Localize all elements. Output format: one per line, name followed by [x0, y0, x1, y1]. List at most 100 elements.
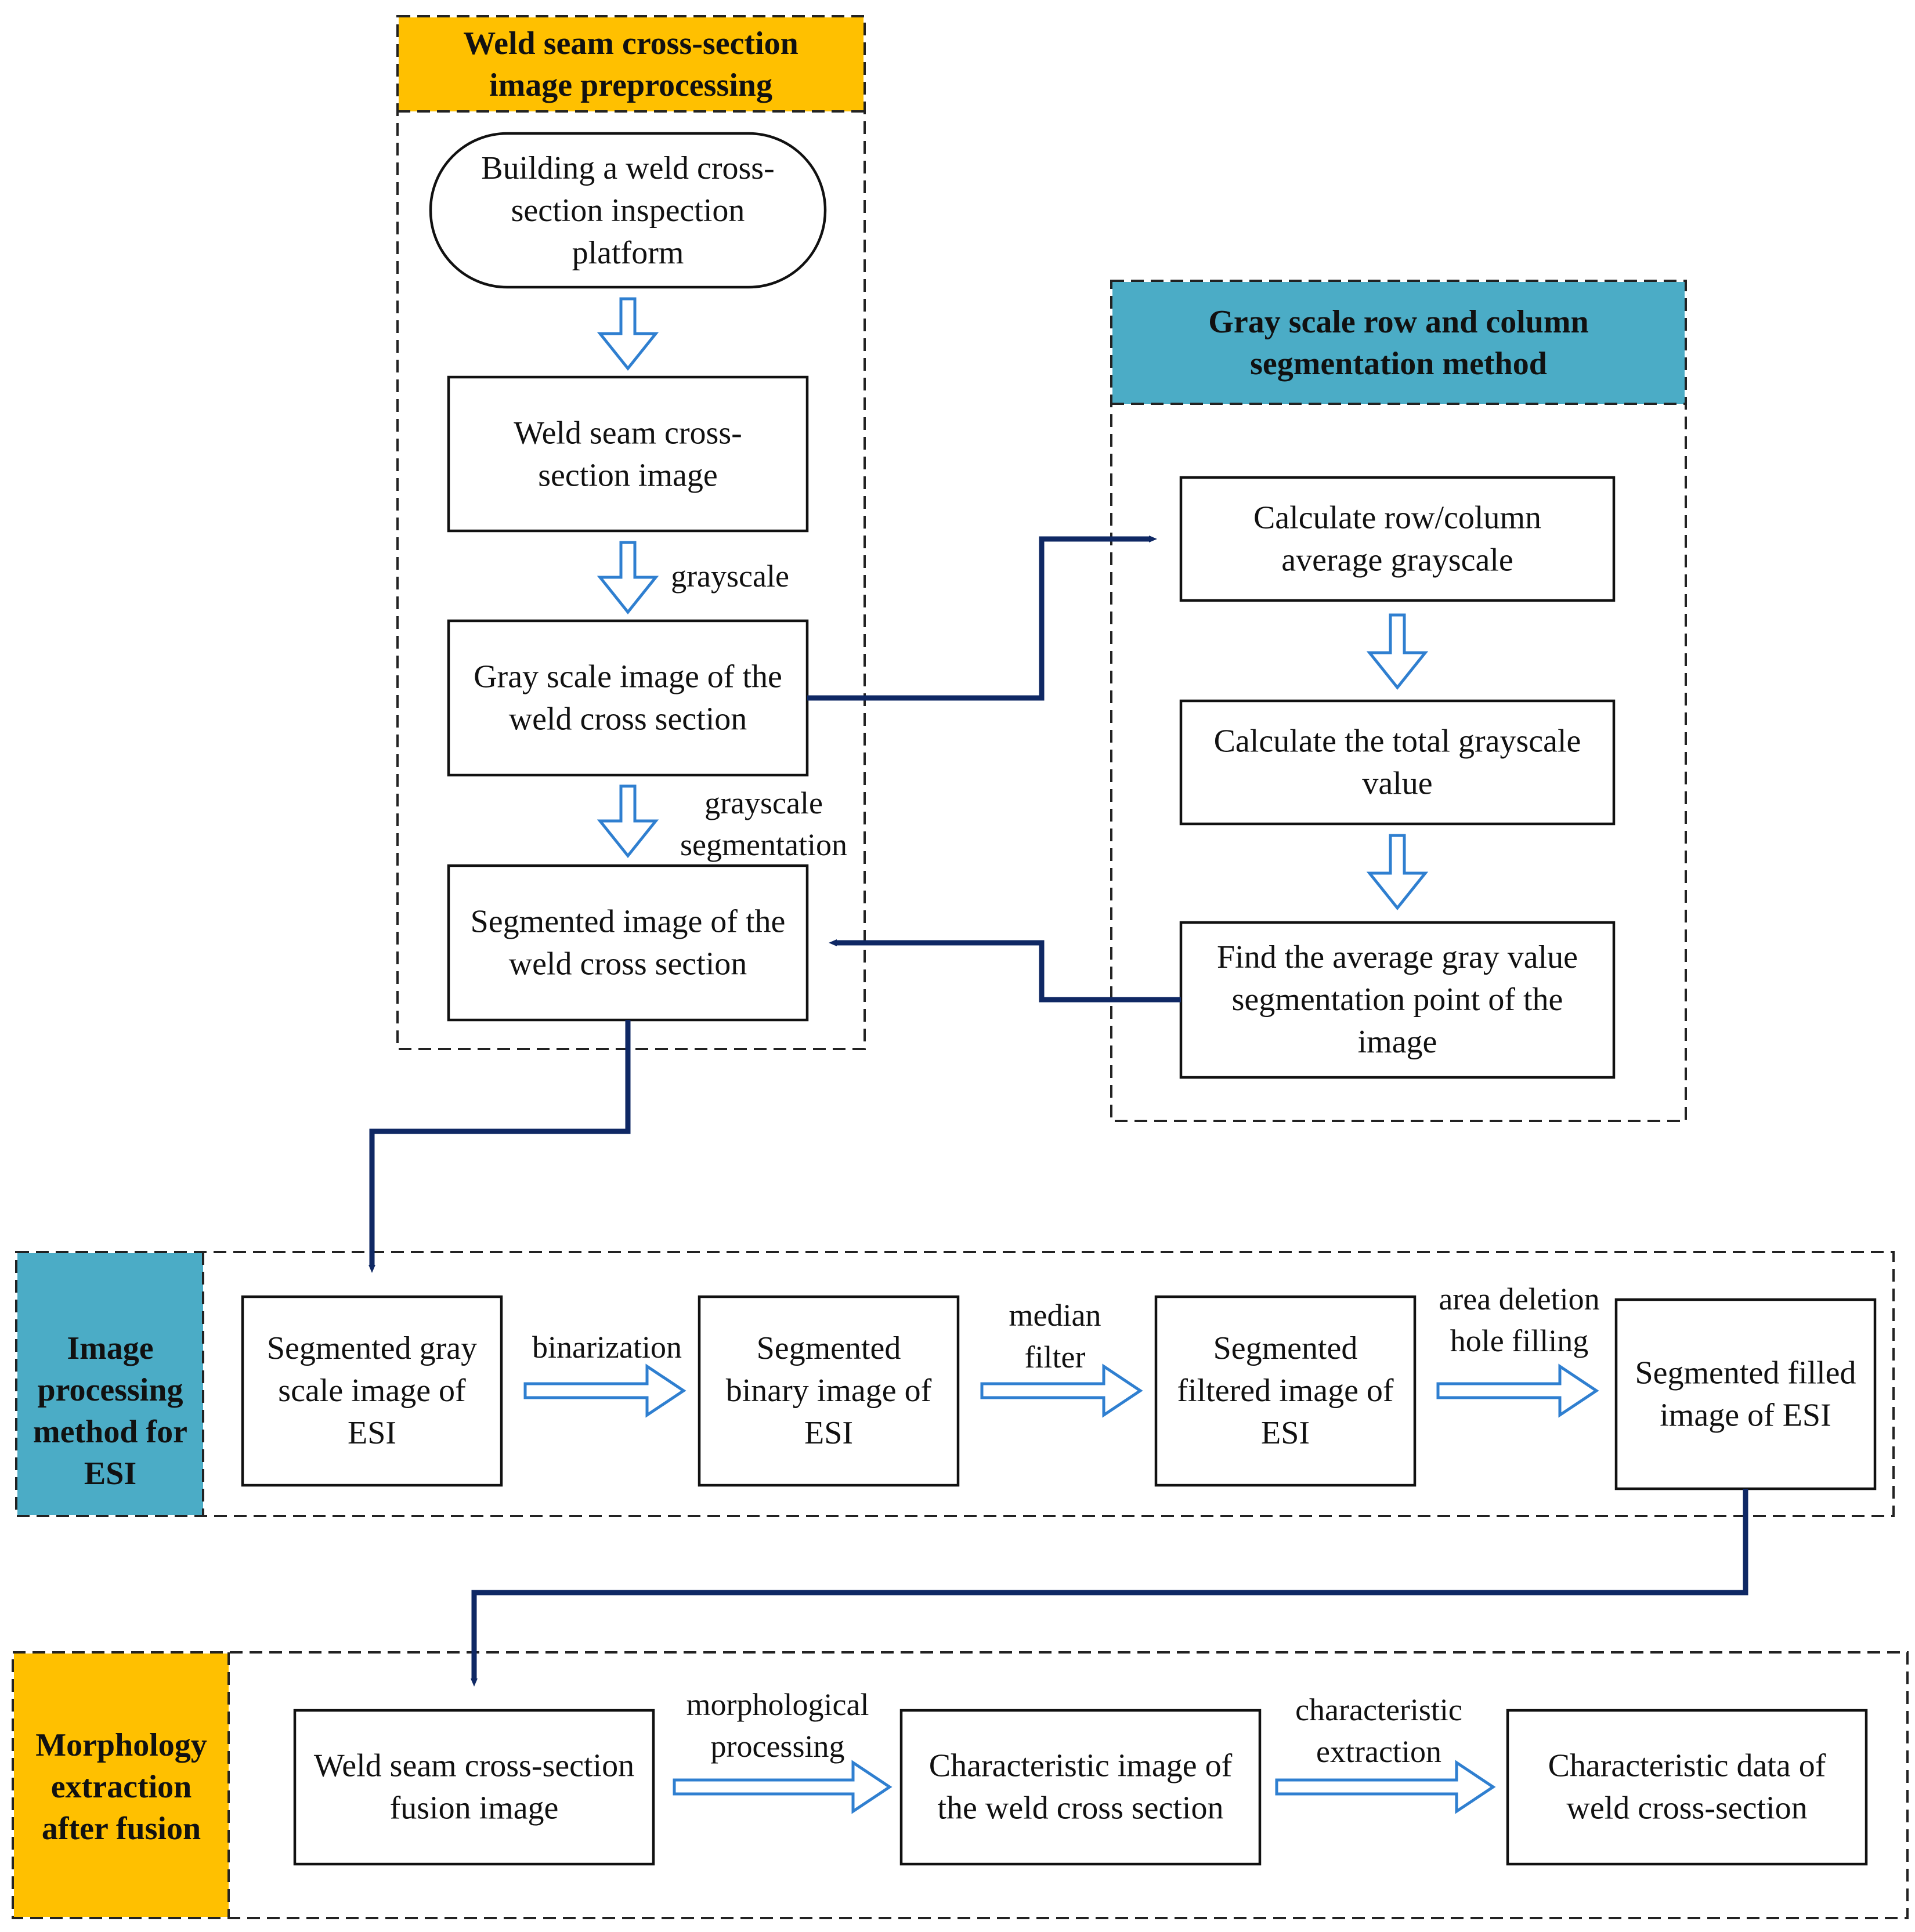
esi-processing-title-line-2: processing [38, 1372, 183, 1408]
preprocessing-title-line-2: image preprocessing [489, 67, 772, 103]
morphology-title-line-1: Morphology [35, 1727, 207, 1763]
row-col-avg-label-line-2: average grayscale [1281, 542, 1513, 578]
seg-gray-esi-label-line-1: Segmented gray [267, 1330, 477, 1366]
esi-processing-title-line-4: ESI [84, 1456, 136, 1492]
platform-label-line-2: section inspection [511, 193, 745, 229]
edge-label-grayscale-segmentation-line-2: segmentation [680, 827, 847, 862]
hollow-arrow-down-platform [597, 297, 659, 371]
segmented-image-box [447, 864, 809, 1022]
edge-label-grayscale-segmentation-line-1: grayscale [704, 786, 823, 820]
char-image-box [899, 1709, 1262, 1866]
gray-segmentation-title-line-1: Gray scale row and column [1208, 304, 1588, 340]
gray-segmentation-title-line-2: segmentation method [1250, 346, 1547, 382]
esi-processing-title-line-1: Image [67, 1330, 153, 1366]
connector-seg-point-to-segmented [829, 939, 1181, 1003]
seg-filled-esi-label: Segmented filled image of ESI [1635, 1355, 1856, 1434]
total-gray-box [1179, 699, 1616, 826]
esi-section-frame [15, 1251, 1895, 1517]
char-image-label-line-2: the weld cross section [938, 1790, 1224, 1826]
segmented-image-label-line-2: weld cross section [509, 946, 747, 982]
hollow-arrow-right-median [980, 1363, 1143, 1418]
char-image-label: Characteristic image of the weld cross se… [929, 1748, 1233, 1826]
platform-label-line-1: Building a weld cross- [481, 150, 774, 186]
gray-image-label-line-1: Gray scale image of the [474, 659, 782, 695]
char-data-label: Characteristic data of weld cross-section [1548, 1748, 1826, 1826]
hollow-arrow-right-area [1436, 1363, 1599, 1418]
morphology-header-bg [14, 1654, 229, 1917]
esi-header-bg [17, 1253, 203, 1515]
connector-filled-to-fusion [471, 1489, 1748, 1687]
char-data-label-line-1: Characteristic data of [1548, 1748, 1826, 1784]
platform-terminator [429, 132, 827, 289]
seg-filled-esi-label-line-1: Segmented filled [1635, 1355, 1856, 1391]
hollow-arrow-down-grayscale [597, 541, 659, 615]
seg-point-label-line-1: Find the average gray value [1217, 939, 1578, 975]
gray-image-box [447, 619, 809, 777]
row-col-avg-box [1179, 476, 1616, 602]
seg-point-label-line-2: segmentation point of the [1232, 982, 1563, 1018]
cross-section-image-label-line-1: Weld seam cross- [514, 415, 742, 451]
morphology-title-line-3: after fusion [42, 1811, 201, 1847]
seg-filtered-esi-label-line-1: Segmented [1213, 1330, 1358, 1366]
cross-section-image-label-line-2: section image [538, 458, 717, 494]
edge-label-grayscale-line-1: grayscale [671, 559, 789, 594]
row-col-avg-label: Calculate row/column average grayscale [1253, 500, 1541, 578]
segmented-image-label: Segmented image of the weld cross section [471, 904, 786, 982]
seg-filtered-esi-label-line-3: ESI [1261, 1415, 1310, 1451]
hollow-arrow-right-binarization [523, 1363, 686, 1418]
preprocessing-header-bg [399, 17, 863, 111]
gray-segmentation-section-frame [1110, 280, 1687, 1122]
edge-label-binarization-line-1: binarization [532, 1330, 682, 1365]
seg-filled-esi-box [1614, 1298, 1877, 1490]
edge-label-median-filter-line-1: median [1009, 1298, 1101, 1333]
platform-label-line-3: platform [572, 235, 684, 271]
preprocessing-title-line-1: Weld seam cross-section [463, 26, 798, 61]
edge-label-characteristic-extraction-line-1: characteristic [1295, 1692, 1462, 1727]
edge-label-characteristic-extraction-line-2: extraction [1316, 1734, 1441, 1769]
fusion-image-box [293, 1709, 655, 1866]
platform-label: Building a weld cross-section inspection… [481, 150, 774, 271]
morphology-section-frame [12, 1651, 1909, 1919]
gray-segmentation-header-bg [1112, 282, 1685, 404]
morphology-title: Morphology extraction after fusion [35, 1727, 207, 1847]
row-col-avg-label-line-1: Calculate row/column [1253, 500, 1541, 536]
total-gray-label-line-1: Calculate the total grayscale [1214, 723, 1581, 759]
hollow-arrow-down-segmentation [597, 784, 659, 859]
seg-filled-esi-label-line-2: image of ESI [1660, 1398, 1831, 1434]
char-data-box [1506, 1709, 1868, 1866]
seg-point-label: Find the average gray value segmentation … [1217, 939, 1578, 1060]
seg-binary-esi-box [698, 1295, 960, 1487]
seg-filtered-esi-box [1154, 1295, 1417, 1487]
morphology-title-line-2: extraction [51, 1769, 192, 1805]
seg-binary-esi-label-line-1: Segmented [757, 1330, 901, 1366]
connector-segmented-to-esi [368, 1020, 631, 1273]
edge-label-binarization: binarization [532, 1330, 682, 1365]
hollow-arrow-down-row-col [1366, 613, 1429, 690]
total-gray-label-line-2: value [1362, 766, 1432, 802]
gray-image-label: Gray scale image of the weld cross sectio… [474, 659, 782, 737]
edge-label-morphological-line-2: processing [711, 1729, 845, 1764]
edge-label-median-filter-line-2: filter [1025, 1340, 1086, 1374]
seg-binary-esi-label-line-3: ESI [804, 1415, 853, 1451]
gray-segmentation-title: Gray scale row and column segmentation me… [1208, 304, 1588, 382]
seg-point-label-line-3: image [1358, 1024, 1437, 1060]
edge-label-grayscale-segmentation: grayscale segmentation [680, 786, 847, 862]
char-data-label-line-2: weld cross-section [1566, 1790, 1807, 1826]
seg-filtered-esi-label-line-2: filtered image of [1177, 1373, 1394, 1409]
cross-section-image-label: Weld seam cross-section image [514, 415, 742, 494]
hollow-arrow-right-morphological [673, 1760, 893, 1814]
char-image-label-line-1: Characteristic image of [929, 1748, 1233, 1784]
edge-label-grayscale: grayscale [671, 559, 789, 594]
seg-gray-esi-box [241, 1295, 503, 1487]
fusion-image-label-line-2: fusion image [390, 1790, 559, 1826]
edge-label-characteristic-extraction: characteristic extraction [1295, 1692, 1462, 1769]
gray-image-label-line-2: weld cross section [509, 701, 747, 737]
segmented-image-label-line-1: Segmented image of the [471, 904, 786, 940]
hollow-arrow-down-total [1366, 834, 1429, 911]
